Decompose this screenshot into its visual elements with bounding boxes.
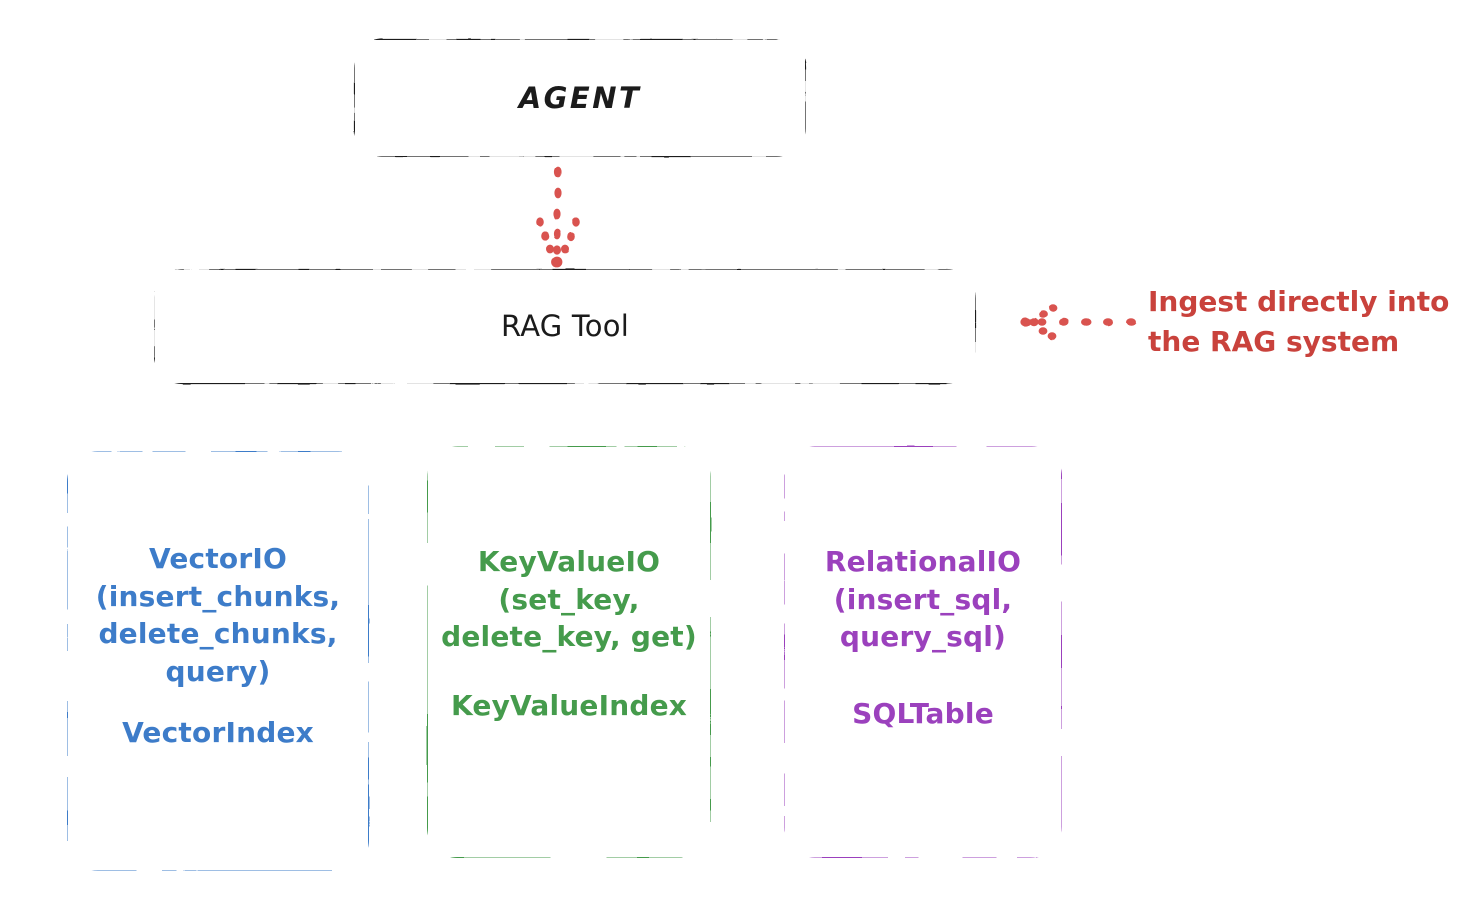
connector-ingest-to-ragtool	[1020, 304, 1136, 340]
node-keyvalueio[interactable]: KeyValueIO (set_key, delete_key, get) Ke…	[428, 447, 710, 857]
node-agent[interactable]: AGENT	[355, 40, 805, 156]
node-vectorio-index-label: VectorIndex	[122, 716, 314, 749]
node-relationalio-methods: RelationalIO (insert_sql, query_sql)	[824, 545, 1022, 654]
node-vectorio-methods: VectorIO (insert_chunks, delete_chunks, …	[95, 542, 341, 688]
node-agent-label: AGENT	[518, 80, 642, 115]
node-relationalio[interactable]: RelationalIO (insert_sql, query_sql) SQL…	[785, 447, 1061, 857]
node-rag-tool-label: RAG Tool	[501, 309, 629, 344]
node-relationalio-index-label: SQLTable	[852, 697, 994, 730]
node-vectorio[interactable]: VectorIO (insert_chunks, delete_chunks, …	[68, 452, 368, 870]
connector-agent-to-ragtool	[536, 166, 580, 268]
node-rag-tool[interactable]: RAG Tool	[155, 270, 975, 383]
node-keyvalueio-methods: KeyValueIO (set_key, delete_key, get)	[441, 545, 697, 654]
node-keyvalueio-index-label: KeyValueIndex	[450, 689, 688, 722]
annotation-ingest-note: Ingest directly into the RAG system	[1148, 285, 1450, 358]
